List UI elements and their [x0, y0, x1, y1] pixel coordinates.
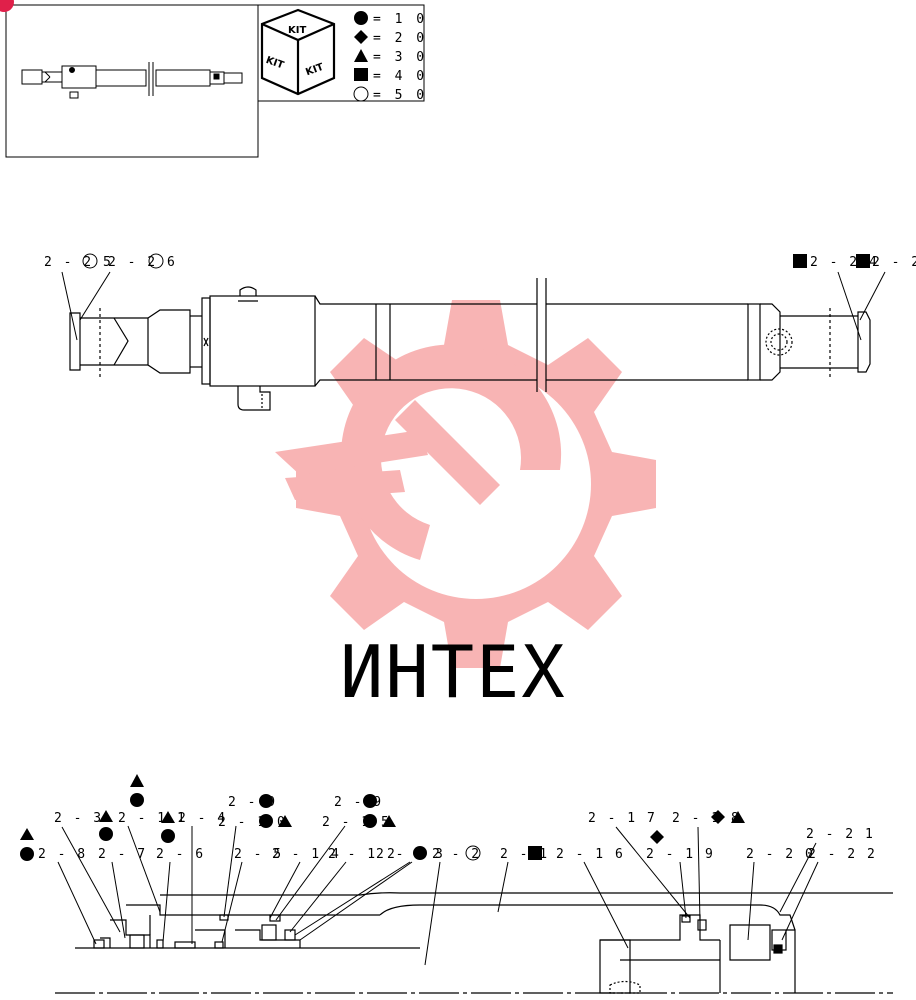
watermark-text: ИНТЕХ — [340, 630, 567, 714]
square-filled-icon — [354, 68, 368, 81]
triangle-filled-icon — [731, 811, 745, 823]
circle-filled-icon — [413, 846, 427, 860]
cylinder-assembly-drawing — [69, 278, 871, 411]
diamond-filled-icon — [711, 810, 725, 824]
thumbnail-panel — [5, 4, 259, 158]
label-2-6: 2 - 6 — [156, 847, 205, 862]
triangle-filled-icon — [99, 810, 113, 822]
triangle-filled-icon — [161, 811, 175, 823]
thumbnail-cylinder — [21, 62, 243, 99]
triangle-filled-icon — [20, 828, 34, 840]
circle-filled-icon — [259, 794, 273, 808]
corner-badge — [0, 0, 14, 12]
leader-lines — [57, 825, 819, 966]
circle-filled-icon — [161, 829, 175, 843]
label-2-26: 2 - 2 6 — [108, 255, 177, 270]
label-2-5: 2 - 5 — [234, 847, 283, 862]
circle-outline-icon — [465, 845, 481, 861]
label-2-3: 2 - 3 — [54, 811, 103, 826]
kit-legend-value-5: = 5 0 — [373, 88, 427, 103]
label-2-10: 2 - 1 0 — [218, 815, 287, 830]
kit-legend-value-4: = 4 0 — [373, 69, 427, 84]
diamond-filled-icon — [354, 30, 368, 44]
circle-filled-icon — [363, 814, 377, 828]
kit-legend: KIT KIT KIT = 1 0 = 2 0 = 3 0 = 4 0 = 5 … — [257, 4, 427, 103]
triangle-filled-icon — [354, 49, 368, 62]
kit-legend-value-1: = 1 0 — [373, 12, 427, 27]
section-callouts: 2 - 3 2 - 1 1 2 - 4 2 - 8 2 - 7 2 - 6 2 … — [20, 774, 877, 966]
label-2-16: 2 - 1 6 — [556, 847, 625, 862]
triangle-filled-icon — [382, 815, 396, 827]
circle-outline-icon — [82, 253, 98, 269]
label-2-2: 2 - 2 — [432, 847, 481, 862]
label-2-20: 2 - 2 0 — [746, 847, 815, 862]
label-2-21: 2 - 2 1 — [806, 827, 875, 842]
label-2-12: 2 - 1 2 — [328, 847, 397, 862]
triangle-filled-icon — [130, 774, 144, 787]
label-2-14: 2 - 1 4 — [272, 847, 341, 862]
kit-legend-value-3: = 3 0 — [373, 50, 427, 65]
square-filled-icon — [793, 254, 807, 268]
gear-icon — [275, 300, 656, 668]
circle-filled-icon — [354, 11, 368, 25]
square-filled-icon — [856, 254, 870, 268]
label-2-8: 2 - 8 — [38, 847, 87, 862]
label-2-15: 2 - 1 5 — [322, 815, 391, 830]
circle-filled-icon — [99, 827, 113, 841]
diamond-filled-icon — [650, 830, 664, 844]
kit-cube-top-label: KIT — [288, 25, 306, 36]
kit-cube-icon — [260, 8, 336, 96]
label-2-17: 2 - 1 7 — [588, 811, 657, 826]
label-2-25: 2 - 2 5 — [44, 255, 113, 270]
label-2-19: 2 - 1 9 — [646, 847, 715, 862]
square-filled-icon — [528, 846, 542, 860]
label-2-18: 2 - 1 8 — [672, 811, 741, 826]
triangle-filled-icon — [278, 815, 292, 827]
circle-filled-icon — [259, 814, 273, 828]
label-2-7: 2 - 7 — [98, 847, 147, 862]
label-2-23: 2 - 2 3 — [872, 255, 916, 270]
circle-outline-icon — [148, 253, 164, 269]
circle-filled-icon — [20, 847, 34, 861]
circle-filled-icon — [130, 793, 144, 807]
label-2-11: 2 - 1 1 — [118, 811, 187, 826]
label-2-4: 2 - 4 — [178, 811, 227, 826]
circle-outline-icon — [353, 86, 369, 102]
label-2-22: 2 - 2 2 — [808, 847, 877, 862]
section-view-drawing — [55, 892, 893, 994]
watermark-logo: ИНТЕХ — [275, 300, 656, 714]
middle-callouts: 2 - 2 5 2 - 2 6 2 - 2 4 2 - 2 3 — [44, 253, 916, 341]
circle-filled-icon — [363, 794, 377, 808]
kit-legend-value-2: = 2 0 — [373, 31, 427, 46]
